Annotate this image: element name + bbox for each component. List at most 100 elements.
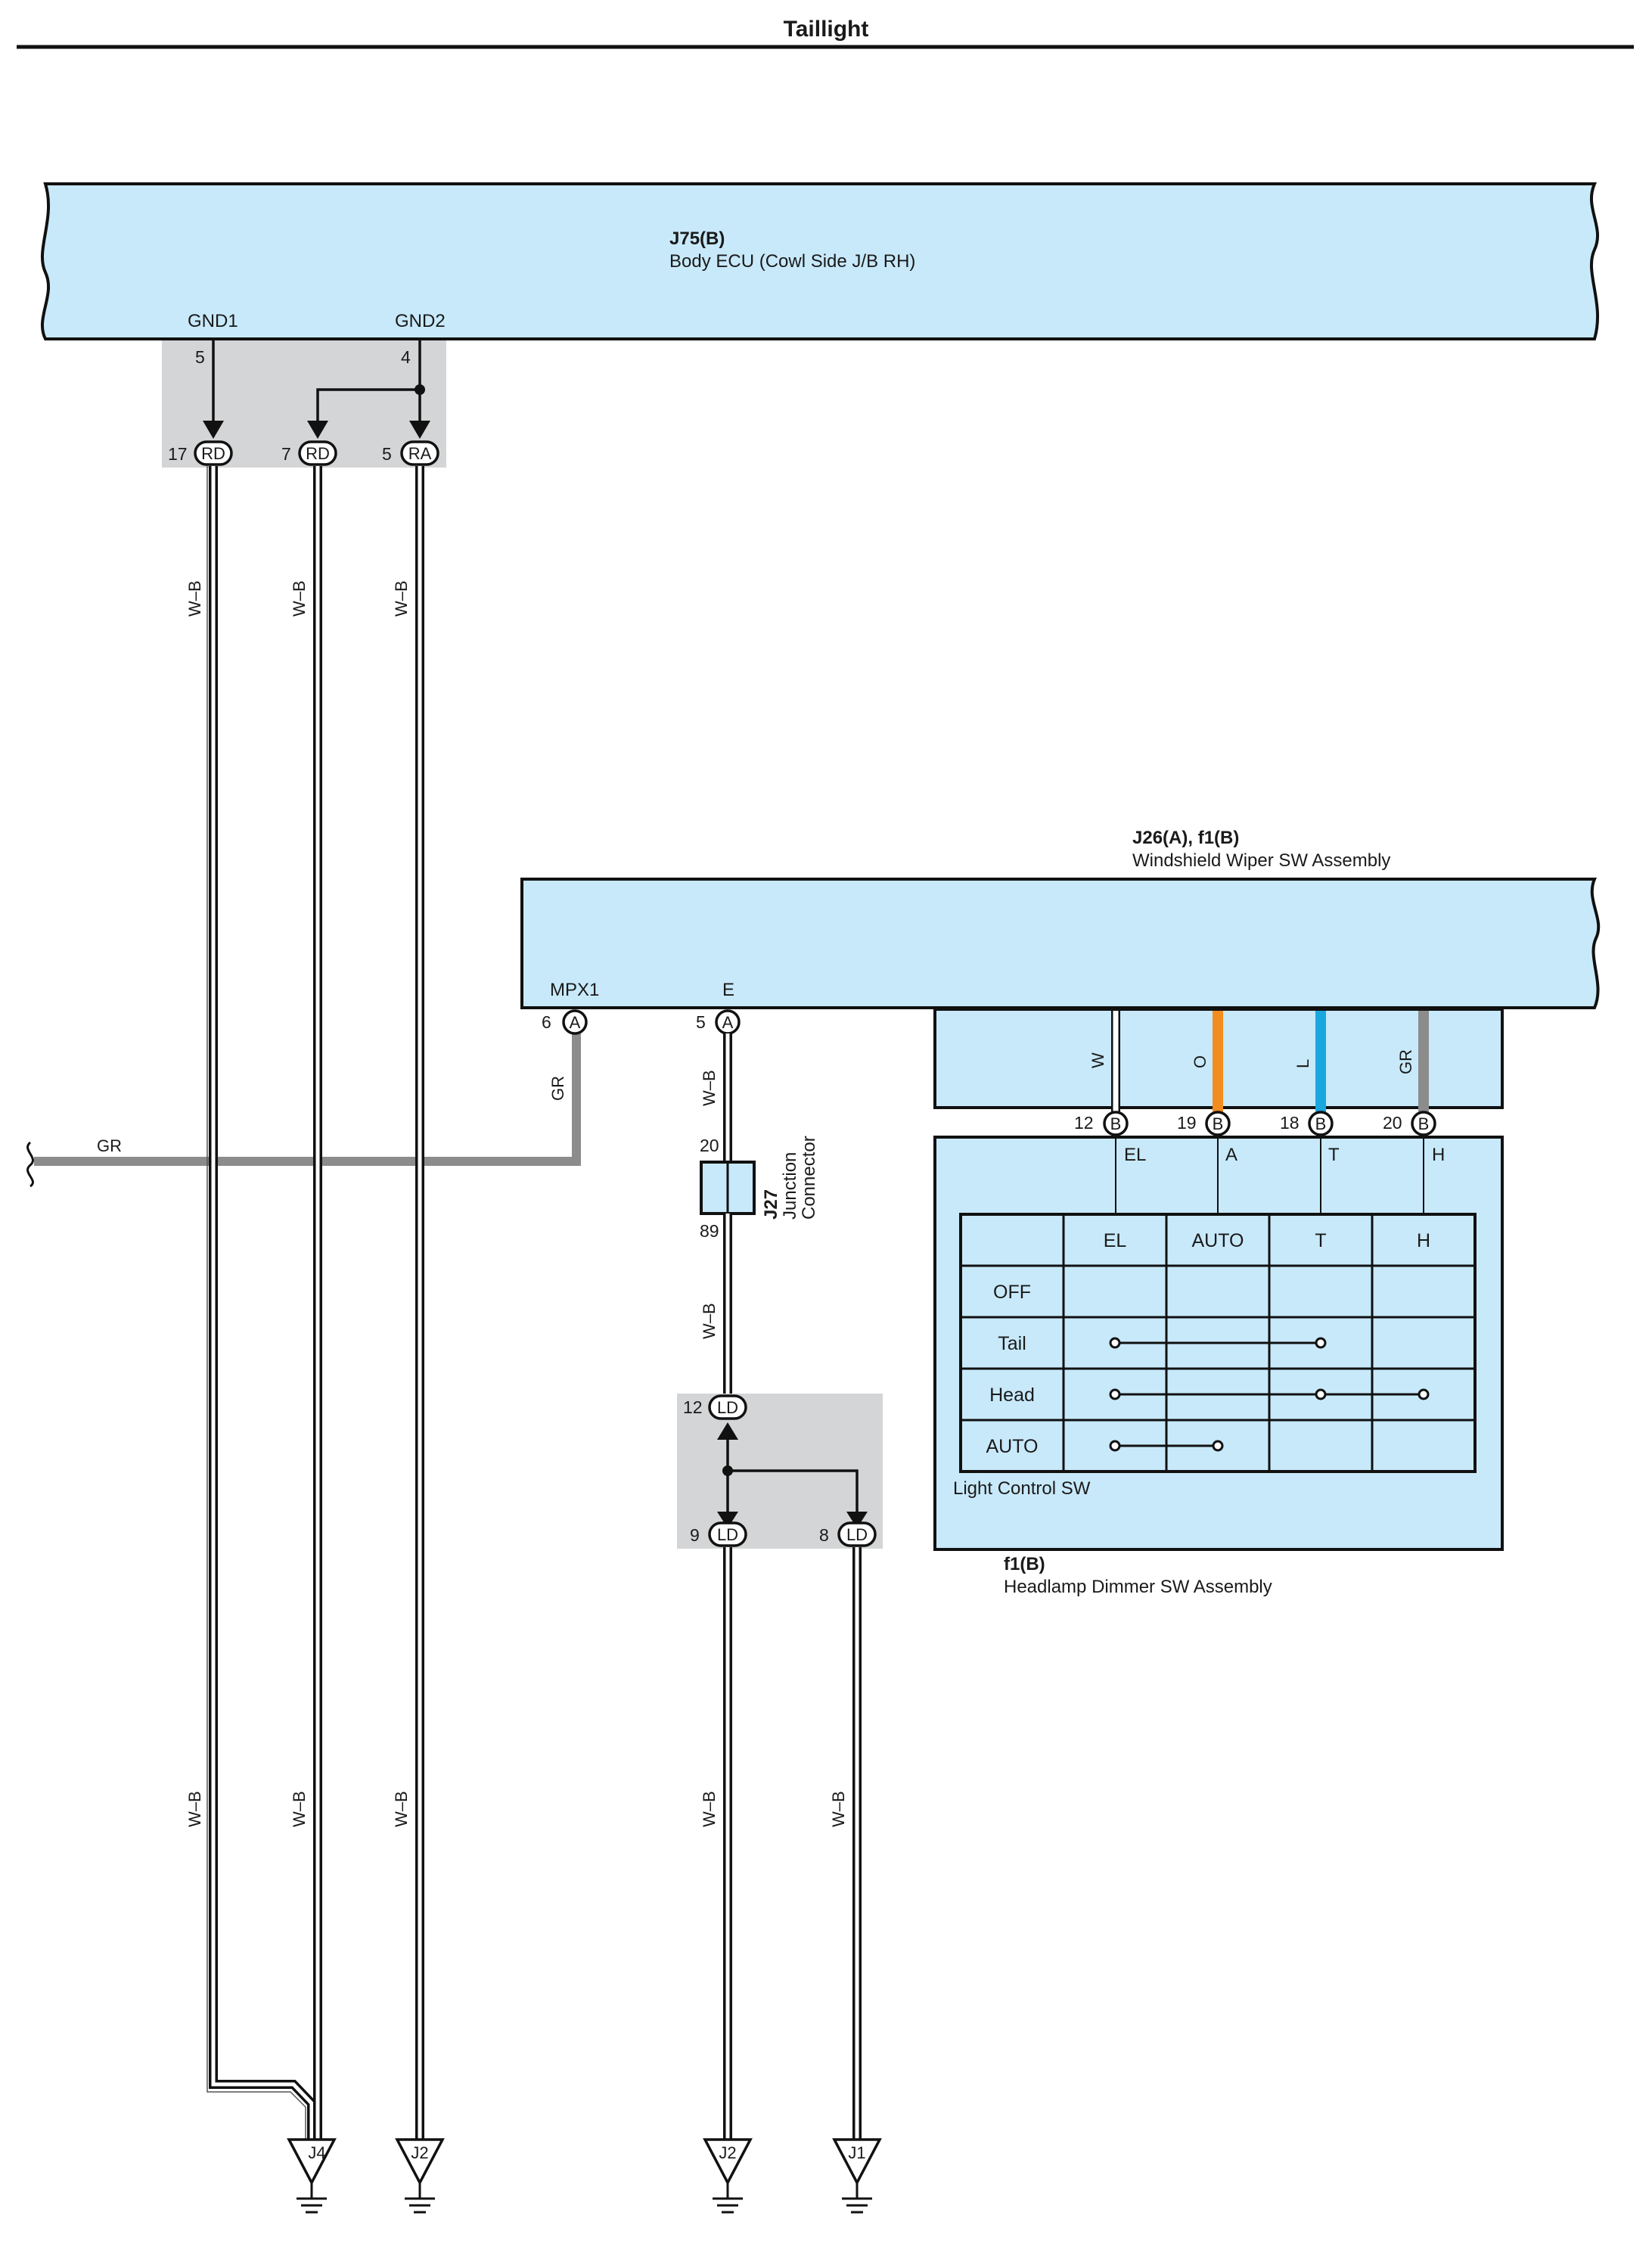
dimmer-terminal-el: EL	[1124, 1145, 1146, 1165]
ground-symbol-j2-right	[703, 2138, 753, 2214]
table-row-label-head: Head	[989, 1385, 1035, 1406]
dimmer-pin-connector-el: B	[1110, 1114, 1122, 1133]
dimmer-pin-connector-a: B	[1213, 1114, 1224, 1133]
wire-break-symbol	[26, 1141, 34, 1188]
inner-wire-label-l: L	[1293, 1059, 1312, 1068]
splice-pin-2	[298, 440, 337, 466]
ld-internal-branch	[728, 1469, 859, 1513]
body-ecu-description: Body ECU (Cowl Side J/B RH)	[669, 251, 915, 272]
splice-wire-branch	[316, 388, 420, 435]
table-row-label-off: OFF	[993, 1282, 1031, 1303]
ground-label-j2-right: J2	[719, 2143, 736, 2162]
ecu-pin-gnd1: 5	[195, 347, 205, 367]
splice-arrow-3	[409, 421, 430, 439]
junction-connector-name: J27	[761, 1189, 781, 1220]
inner-wire-label-o: O	[1191, 1055, 1210, 1068]
splice-pin-3	[400, 440, 439, 466]
dimmer-pin-number-h: 20	[1383, 1113, 1402, 1133]
gr-wire-label: GR	[97, 1136, 122, 1155]
splice-junction-dot	[415, 384, 425, 395]
dimmer-terminal-t: T	[1328, 1145, 1340, 1165]
ground-symbol-j1	[832, 2138, 882, 2214]
continuity-dot	[1315, 1337, 1327, 1349]
wiper-sw-description: Windshield Wiper SW Assembly	[1132, 850, 1390, 871]
table-row-label-tail: Tail	[998, 1333, 1026, 1354]
light-control-table	[959, 1213, 1477, 1473]
ground-symbol-j4	[287, 2138, 337, 2214]
splice-pin-number-1: 17	[168, 444, 188, 464]
dimmer-sw-description: Headlamp Dimmer SW Assembly	[1004, 1577, 1272, 1597]
continuity-dot	[1109, 1440, 1121, 1452]
wiper-sw-name: J26(A), f1(B)	[1132, 828, 1239, 848]
dimmer-pin-number-el: 12	[1074, 1113, 1094, 1133]
page-title: Taillight	[784, 17, 869, 42]
splice-arrow-2	[307, 421, 328, 439]
body-ecu-box	[41, 182, 1599, 340]
dimmer-pin-connector-t: B	[1315, 1114, 1327, 1133]
ld-pin-top	[708, 1394, 747, 1420]
splice-arrow-1	[203, 421, 224, 439]
wire-label-1-lower: W–B	[185, 1791, 204, 1827]
table-row-label-auto: AUTO	[986, 1436, 1039, 1457]
ground-wire-1	[206, 466, 316, 2160]
splice-pin-code-2: RD	[306, 444, 330, 463]
dimmer-terminal-h: H	[1432, 1145, 1445, 1165]
switch-label: Light Control SW	[953, 1478, 1091, 1499]
continuity-dot	[1109, 1337, 1121, 1349]
wiper-pin-number-mpx1: 6	[542, 1012, 551, 1032]
ld-pin-code-top: LD	[717, 1398, 738, 1417]
wire-label-2-upper: W–B	[290, 580, 309, 617]
ld-pin-bottom-2	[837, 1521, 877, 1547]
e-wire-label-middle: W–B	[700, 1303, 719, 1339]
ground-label-j1: J1	[848, 2143, 865, 2162]
ld-pin-number-bottom-2: 8	[819, 1525, 829, 1545]
junction-connector-description-2: Connector	[799, 1136, 819, 1220]
dimmer-pin-number-t: 18	[1280, 1113, 1300, 1133]
ld-pin-number-bottom-1: 9	[690, 1525, 700, 1545]
junction-pin-bottom: 89	[700, 1221, 719, 1241]
wiper-pin-connector-e: A	[722, 1013, 734, 1032]
dimmer-sw-name: f1(B)	[1004, 1554, 1045, 1574]
wiper-terminal-mpx1: MPX1	[550, 980, 599, 1000]
wiper-sw-box	[520, 878, 1601, 1009]
body-ecu-name: J75(B)	[669, 228, 725, 249]
ground-label-j4: J4	[308, 2143, 325, 2162]
wire-label-3-upper: W–B	[392, 580, 411, 617]
dimmer-terminal-a: A	[1225, 1145, 1237, 1165]
continuity-dot	[1418, 1388, 1430, 1400]
splice-pin-number-3: 5	[382, 444, 392, 464]
table-header-auto: AUTO	[1192, 1230, 1244, 1251]
inner-wire-label-gr: GR	[1396, 1049, 1415, 1074]
ground-symbol-j2-left	[395, 2138, 445, 2214]
dimmer-pin-number-a: 19	[1177, 1113, 1197, 1133]
ground-label-j2-left: J2	[411, 2143, 428, 2162]
ld-arrow-down-2	[846, 1512, 868, 1528]
splice-pin-1	[194, 440, 233, 466]
splice-pin-code-3: RA	[408, 444, 432, 463]
wire-label-3-lower: W–B	[392, 1791, 411, 1827]
ld-arrow-down-1	[717, 1512, 738, 1528]
table-header-h: H	[1417, 1230, 1430, 1251]
ecu-pin-gnd2: 4	[401, 347, 411, 367]
wiper-pin-connector-mpx1: A	[570, 1013, 581, 1032]
continuity-dot	[1315, 1388, 1327, 1400]
wiper-pin-number-e: 5	[696, 1012, 706, 1032]
junction-pin-top: 20	[700, 1136, 719, 1155]
gr-wire-vertical-label: GR	[548, 1076, 567, 1101]
e-wire-label-lower-left: W–B	[700, 1791, 719, 1827]
continuity-dot	[1212, 1440, 1224, 1452]
wire-label-2-lower: W–B	[290, 1791, 309, 1827]
wiper-pin-mpx1	[562, 1009, 588, 1035]
e-wire-label-lower-right: W–B	[829, 1791, 848, 1827]
dimmer-pin-connector-h: B	[1418, 1114, 1430, 1133]
ld-junction-dot	[722, 1465, 733, 1476]
ld-pin-bottom-1	[708, 1521, 747, 1547]
wiper-terminal-e: E	[722, 980, 734, 1000]
inner-wire-label-w: W	[1088, 1052, 1107, 1068]
continuity-dot	[1109, 1388, 1121, 1400]
wire-label-1-upper: W–B	[185, 580, 204, 617]
ecu-terminal-gnd1: GND1	[188, 311, 238, 331]
ld-arrow-up	[717, 1422, 738, 1440]
splice-pin-code-1: RD	[201, 444, 225, 463]
